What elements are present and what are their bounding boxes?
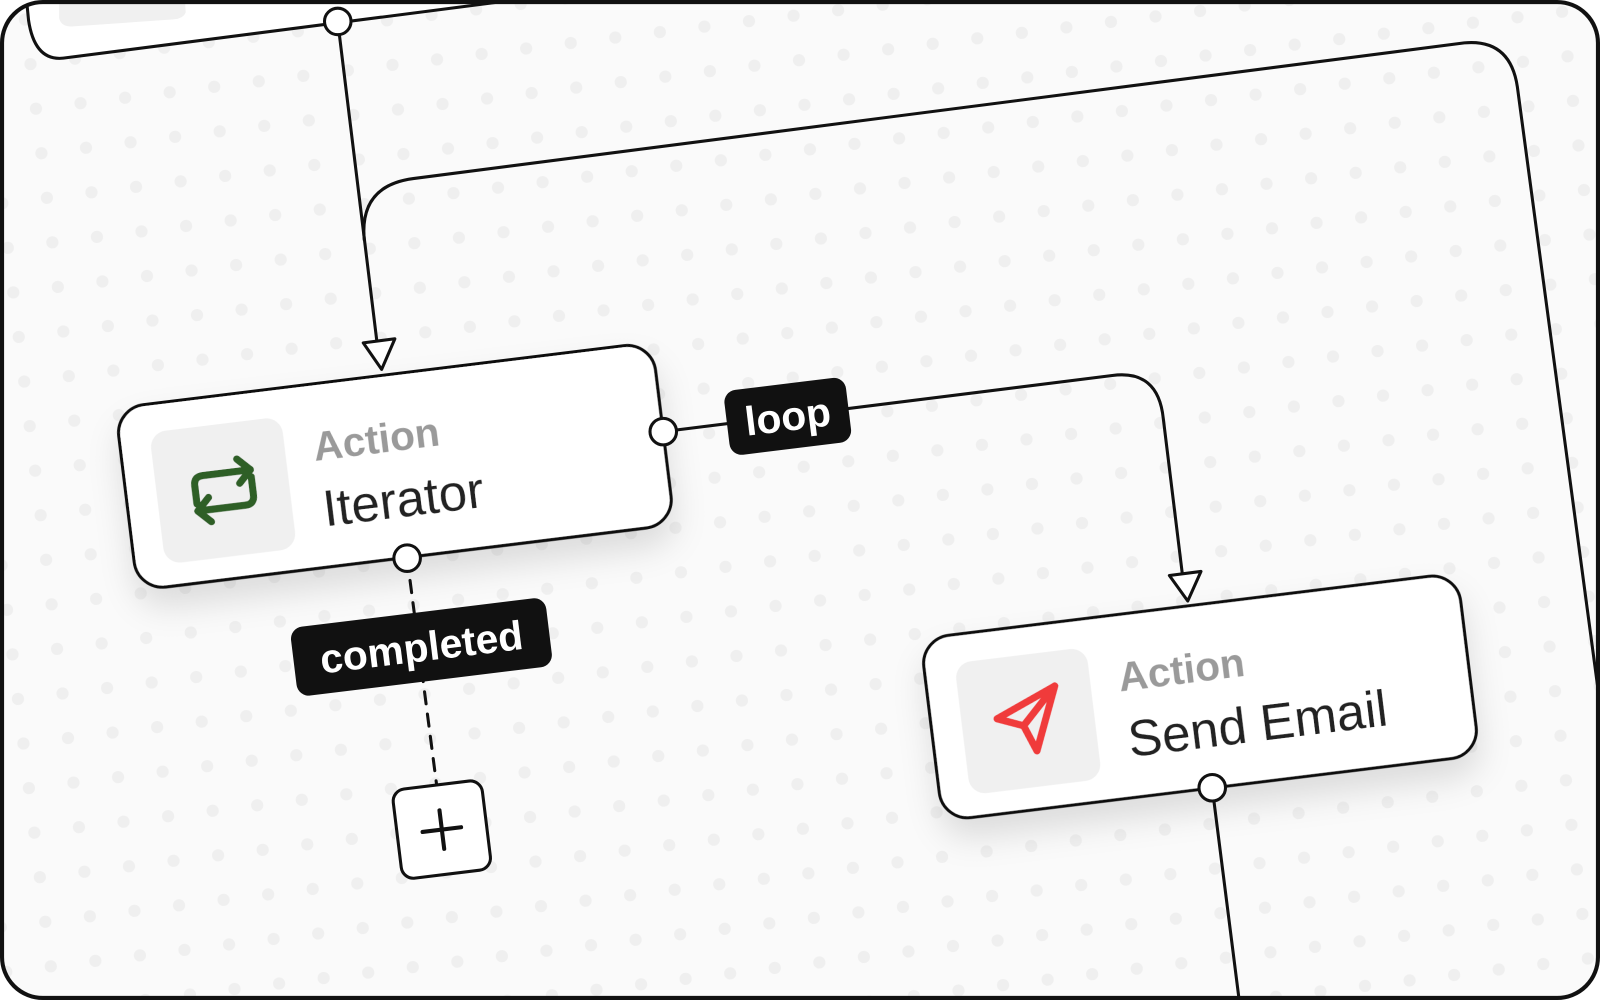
arrow-head-icon	[1167, 569, 1203, 603]
add-step-button[interactable]	[391, 779, 493, 880]
arrow-head-icon	[361, 337, 397, 371]
loop-label: loop	[724, 377, 852, 455]
send-icon	[993, 682, 1059, 755]
iterator-completed-handle[interactable]	[392, 543, 422, 573]
edge-return-loop[interactable]	[362, 41, 1600, 721]
edge-upstream-to-iterator[interactable]	[336, 19, 380, 349]
repeat-icon	[191, 455, 258, 526]
edge-loop[interactable]	[661, 373, 1185, 579]
iterator-icon-box	[151, 418, 296, 563]
upstream-output-handle[interactable]	[322, 6, 353, 37]
node-iterator[interactable]: Action Iterator	[115, 342, 674, 590]
send-email-output-handle[interactable]	[1197, 772, 1228, 803]
completed-label: completed	[290, 598, 552, 696]
node-send-email[interactable]: Action Send Email	[920, 573, 1479, 821]
loop-label-text: loop	[742, 389, 833, 445]
edge-send-email-out[interactable]	[1210, 786, 1242, 1000]
iterator-loop-handle[interactable]	[648, 416, 679, 447]
plus-icon	[420, 808, 464, 851]
